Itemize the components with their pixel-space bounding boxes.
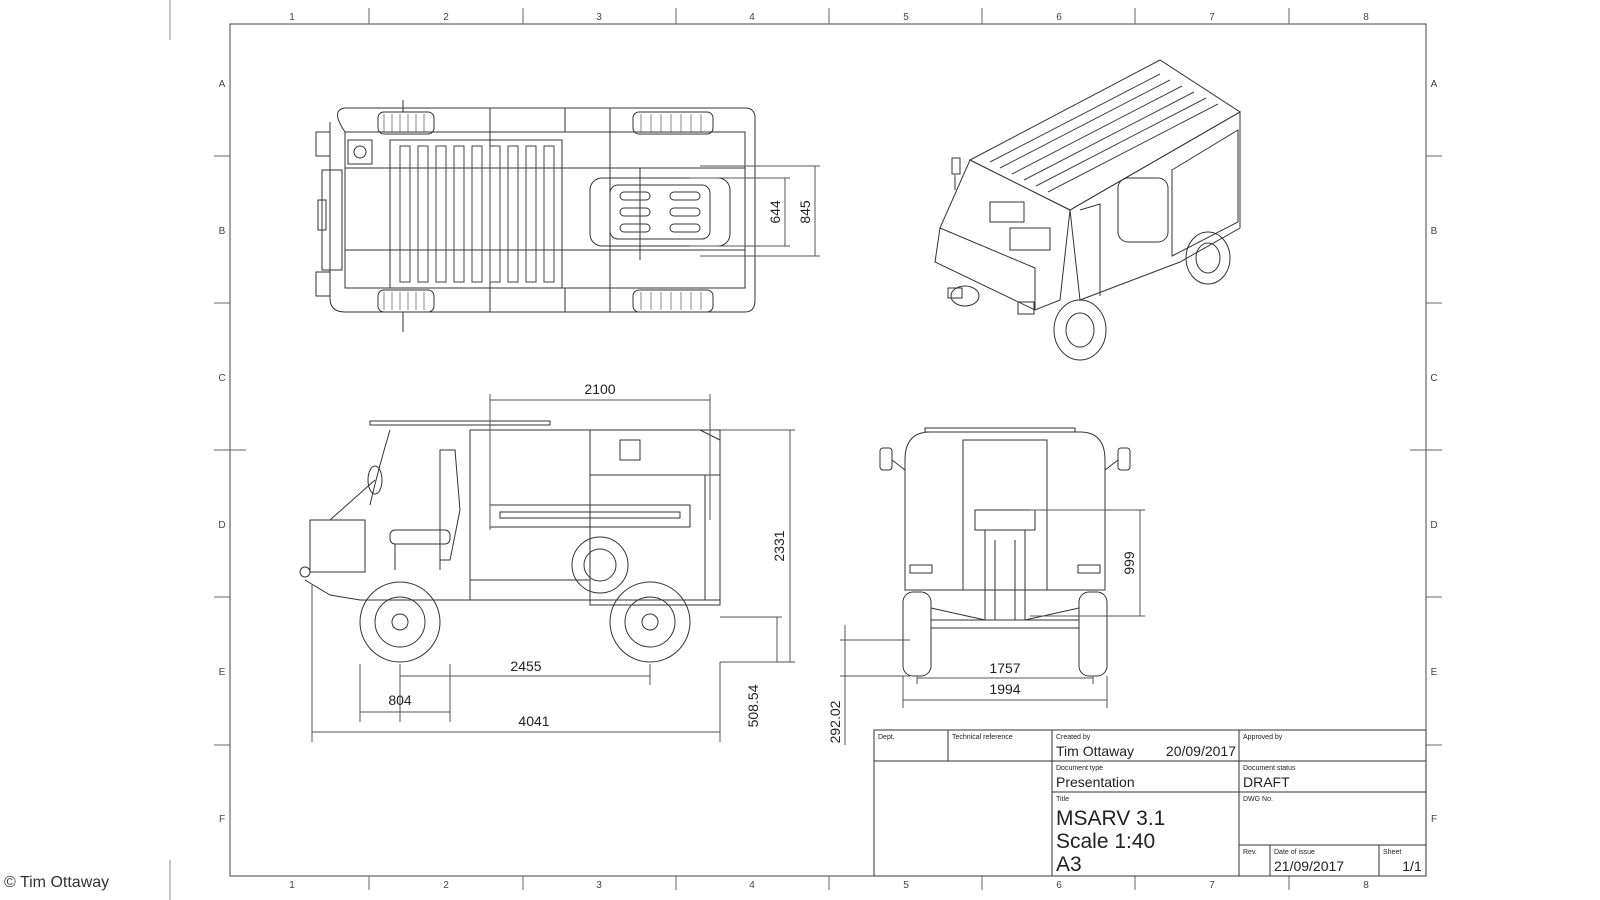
zone-labels-bottom: 1 2 3 4 5 6 7 8: [289, 880, 1369, 891]
zone-row-c-right: C: [1430, 373, 1437, 384]
zone-row-b: B: [219, 226, 226, 237]
zone-row-a-right: A: [1431, 79, 1438, 90]
dim-front-292: 292.02: [827, 700, 843, 743]
dim-front-1994: 1994: [989, 681, 1020, 697]
dim-side-804: 804: [388, 692, 412, 708]
dim-front-1757: 1757: [989, 660, 1020, 676]
zone-col-2-bottom: 2: [443, 880, 449, 891]
zone-row-a: A: [219, 79, 226, 90]
zone-row-d: D: [218, 520, 225, 531]
created-by-label: Created by: [1056, 734, 1091, 741]
zone-col-4-bottom: 4: [749, 880, 755, 891]
zone-col-1-bottom: 1: [289, 880, 295, 891]
dim-top-644: 644: [767, 200, 783, 224]
zone-col-7: 7: [1209, 12, 1215, 23]
dwg-no-label: DWG No.: [1243, 796, 1273, 803]
zone-labels-left: A B C D E F: [218, 79, 225, 825]
issue-date-value: 21/09/2017: [1274, 858, 1344, 874]
dim-side-508: 508.54: [745, 684, 761, 727]
zone-dividers: [214, 8, 1442, 890]
approved-by-label: Approved by: [1243, 734, 1283, 741]
zone-row-e: E: [219, 667, 226, 678]
top-view: [315, 100, 820, 332]
dim-side-2331: 2331: [771, 530, 787, 561]
zone-row-e-right: E: [1431, 667, 1438, 678]
zone-row-f: F: [219, 814, 225, 825]
doc-type-label: Document type: [1056, 765, 1103, 772]
doc-type-value: Presentation: [1056, 774, 1135, 790]
zone-col-3-bottom: 3: [596, 880, 602, 891]
zone-labels-right: A B C D E F: [1430, 79, 1437, 825]
paper-size-value: A3: [1056, 853, 1082, 876]
dept-label: Dept.: [878, 734, 895, 741]
zone-col-4: 4: [749, 12, 755, 23]
zone-row-c: C: [218, 373, 225, 384]
scale-value: Scale 1:40: [1056, 830, 1155, 853]
zone-col-6: 6: [1056, 12, 1062, 23]
zone-col-8: 8: [1363, 12, 1369, 23]
dim-top-845: 845: [797, 200, 813, 224]
created-by-value: Tim Ottaway: [1056, 743, 1134, 759]
doc-status-label: Document status: [1243, 765, 1296, 772]
rev-label: Rev.: [1243, 849, 1257, 856]
sheet-label: Sheet: [1383, 849, 1401, 856]
title-label: Title: [1056, 796, 1069, 803]
zone-col-5: 5: [903, 12, 909, 23]
created-date-value: 20/09/2017: [1166, 743, 1236, 759]
title-value: MSARV 3.1: [1056, 807, 1165, 830]
side-view: [299, 394, 795, 742]
copyright-notice: © Tim Ottaway: [4, 874, 110, 891]
issue-date-label: Date of issue: [1274, 849, 1315, 856]
dim-side-2100: 2100: [584, 381, 615, 397]
sheet-value: 1/1: [1402, 858, 1422, 874]
zone-labels-top: 1 2 3 4 5 6 7 8: [289, 12, 1369, 23]
zone-col-8-bottom: 8: [1363, 880, 1369, 891]
dim-front-999: 999: [1121, 551, 1137, 575]
zone-row-f-right: F: [1431, 814, 1437, 825]
isometric-view: [934, 59, 1241, 361]
zone-col-3: 3: [596, 12, 602, 23]
dim-side-2455: 2455: [510, 658, 541, 674]
zone-col-2: 2: [443, 12, 449, 23]
dim-side-4041: 4041: [518, 713, 549, 729]
zone-col-5-bottom: 5: [903, 880, 909, 891]
tech-ref-label: Technical reference: [952, 734, 1013, 741]
zone-col-1: 1: [289, 12, 295, 23]
doc-status-value: DRAFT: [1243, 774, 1290, 790]
zone-row-b-right: B: [1431, 226, 1438, 237]
drawing-frame: [229, 23, 1427, 877]
title-block: [873, 729, 1427, 877]
front-view: [840, 427, 1145, 745]
zone-row-d-right: D: [1430, 520, 1437, 531]
zone-col-7-bottom: 7: [1209, 880, 1215, 891]
zone-col-6-bottom: 6: [1056, 880, 1062, 891]
